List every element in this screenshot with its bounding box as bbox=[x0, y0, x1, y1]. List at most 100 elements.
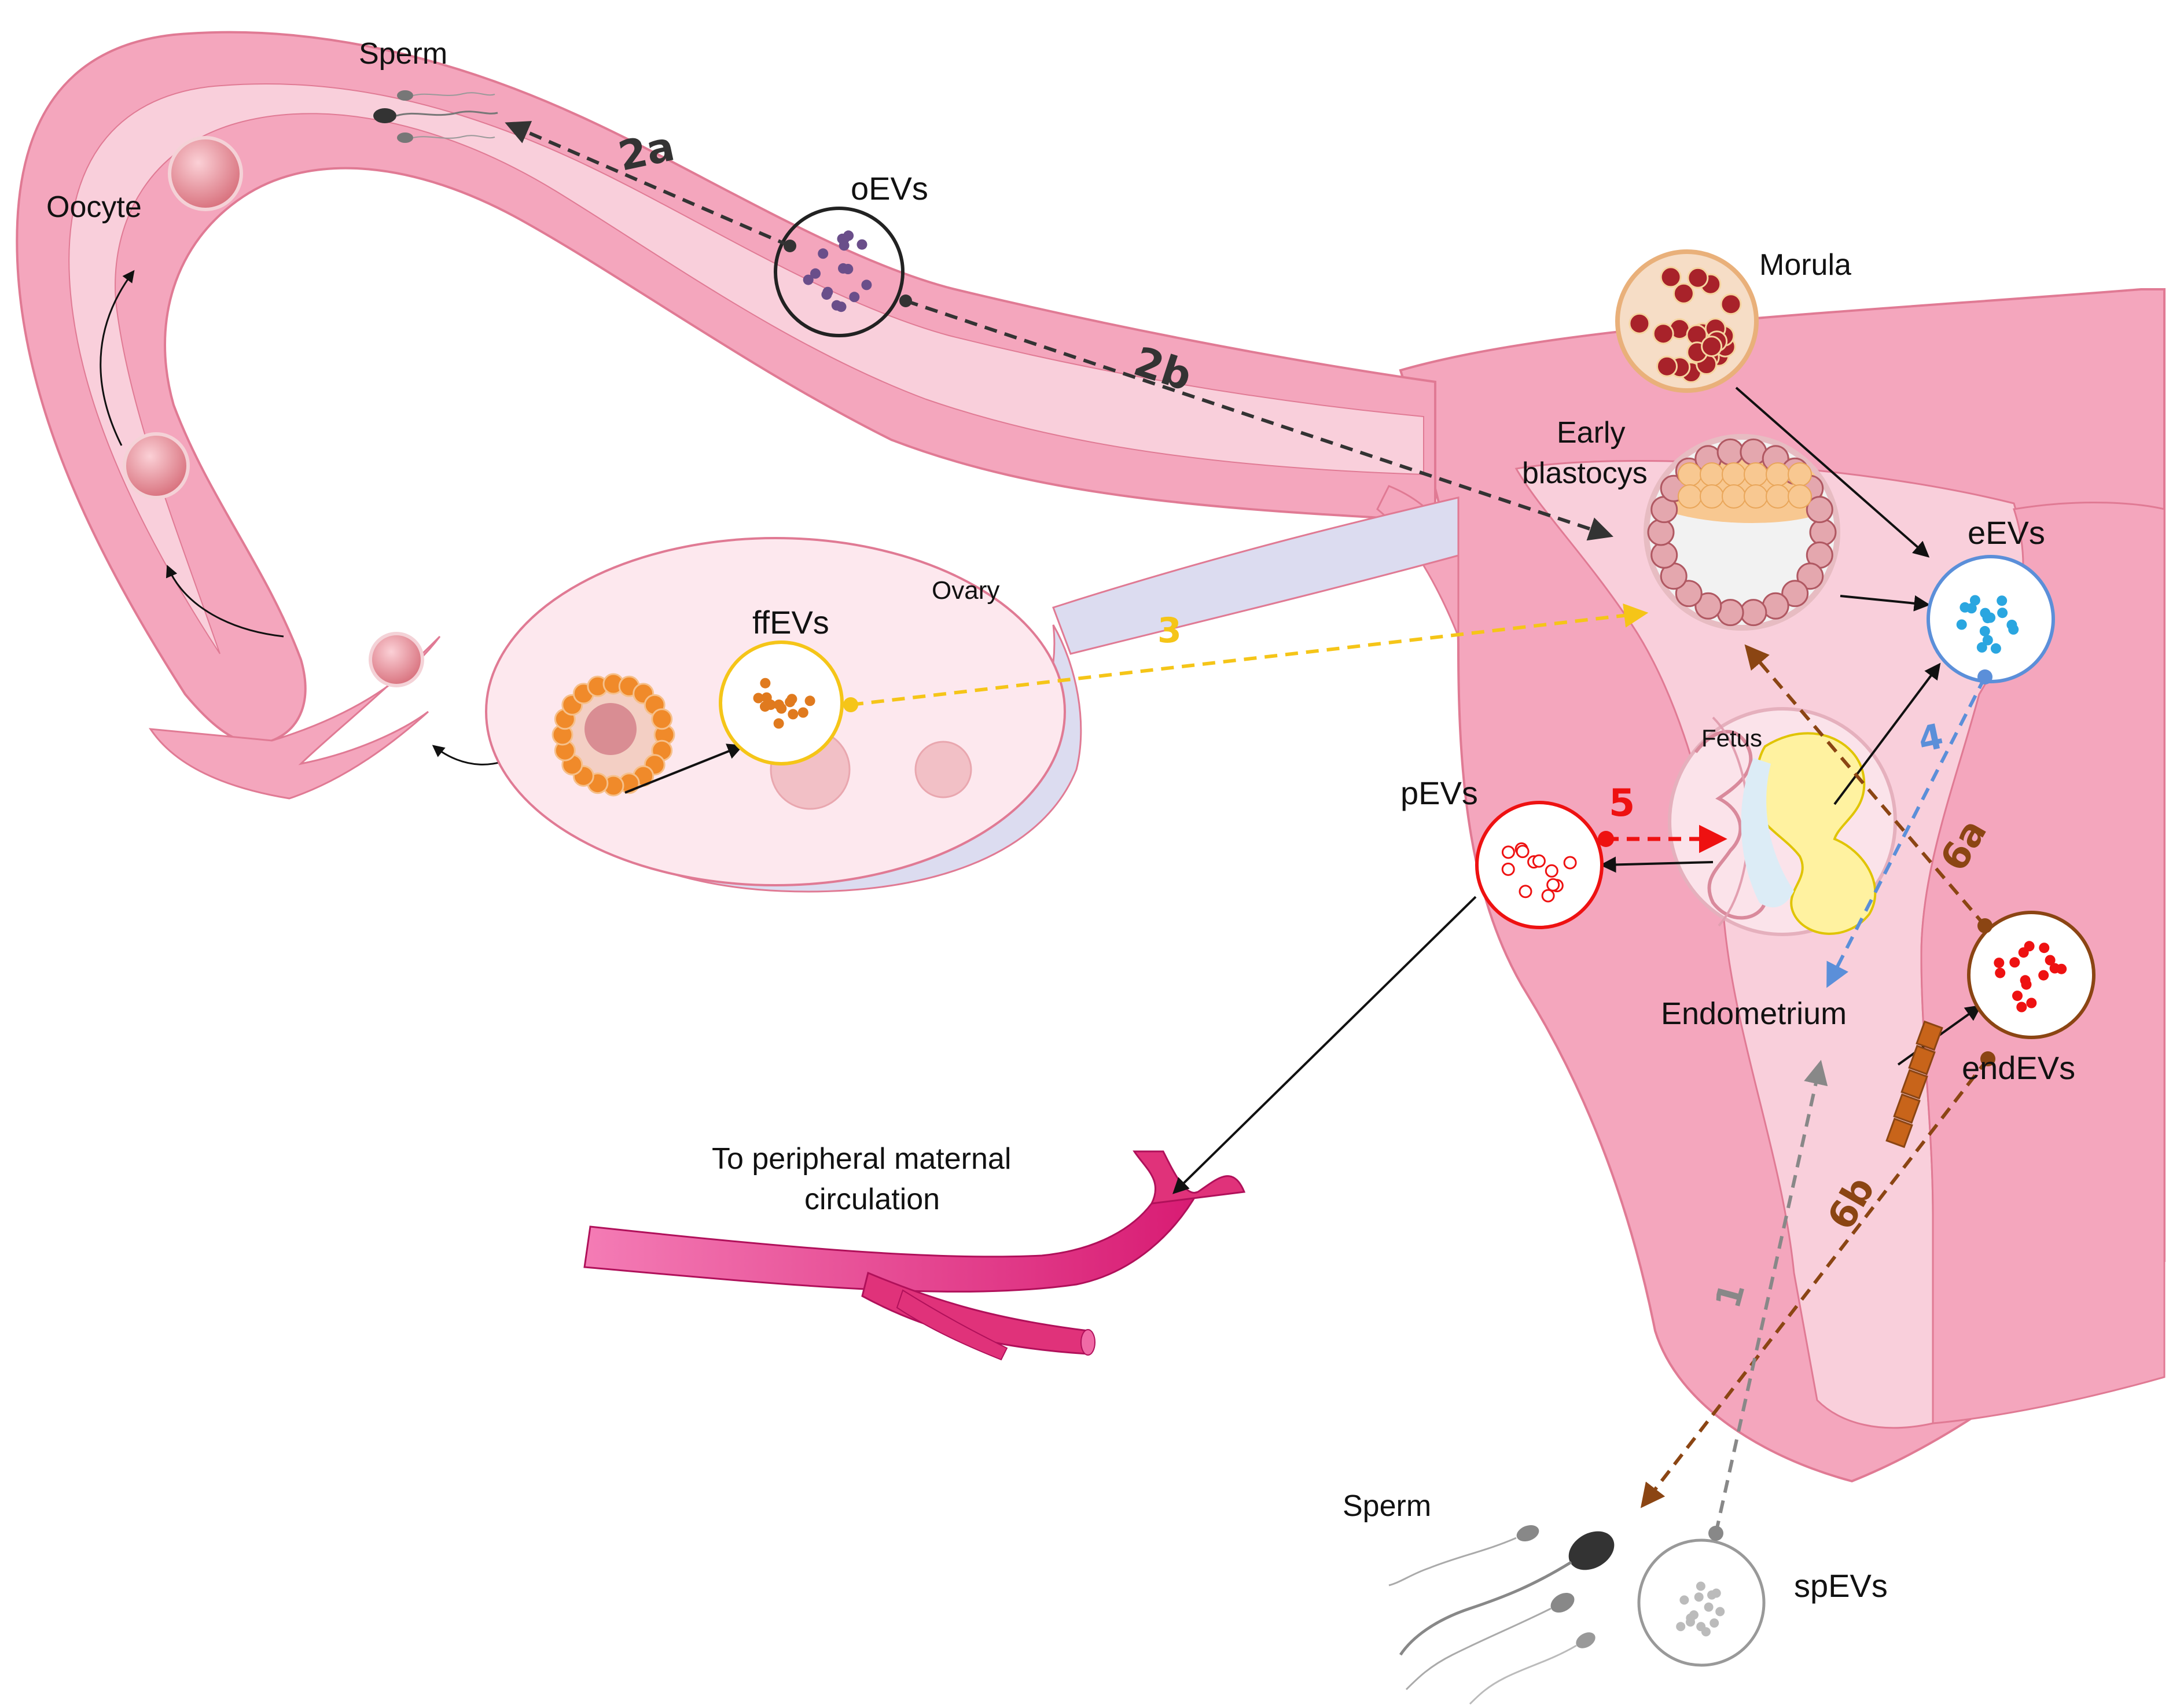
eevs-particle bbox=[1990, 643, 2001, 654]
eevs-particle bbox=[1976, 642, 1987, 653]
ffevs-particle bbox=[788, 709, 799, 720]
morula bbox=[1615, 249, 1759, 393]
endevs-label: endEVs bbox=[1962, 1050, 2075, 1086]
ovary bbox=[485, 496, 1460, 893]
endevs-particle bbox=[2039, 943, 2050, 954]
fetus-embryo bbox=[1668, 707, 1897, 936]
eevs-label: eEVs bbox=[1968, 514, 2045, 551]
morula-to-eevs-arrow bbox=[1735, 386, 1930, 558]
ffevs-particle bbox=[797, 707, 808, 718]
oocyte-cell-3 bbox=[369, 632, 424, 687]
endevs-particle bbox=[1995, 967, 2006, 978]
endevs-vesicle bbox=[1967, 911, 2096, 1039]
pathway-6b-arrow bbox=[1640, 1058, 1990, 1508]
spevs-particle bbox=[1715, 1607, 1725, 1617]
endevs-particle bbox=[2024, 941, 2035, 952]
morula-cell bbox=[1720, 293, 1742, 315]
morula-cell bbox=[1660, 266, 1682, 288]
eevs-particle bbox=[1982, 635, 1993, 646]
pathway-4-start bbox=[1977, 669, 1992, 684]
oevs-particle bbox=[843, 230, 854, 241]
trophoblast-cell bbox=[1796, 562, 1824, 590]
oocyte-path-arrow-1 bbox=[100, 270, 135, 446]
amniotic-fluid bbox=[1741, 758, 1794, 908]
pevs-label: pEVs bbox=[1400, 775, 1478, 811]
trophoblast-cell bbox=[1781, 580, 1809, 608]
sperm-top-label: Sperm bbox=[359, 37, 447, 71]
pathway-2a-label: 2a bbox=[614, 122, 678, 180]
eevs-particle bbox=[1997, 595, 2008, 606]
pathway-6a-start bbox=[1977, 918, 1992, 933]
eevs-particle bbox=[1980, 608, 1991, 619]
oocyte-cells bbox=[100, 136, 521, 765]
endometrial-cell bbox=[1916, 1020, 1943, 1051]
inner-cell-mass-cell bbox=[1744, 484, 1768, 509]
trophoblast-cell bbox=[1716, 438, 1744, 466]
inner-cell-mass-cell bbox=[1678, 462, 1702, 487]
pathway-3-start bbox=[843, 697, 858, 712]
spevs-particle bbox=[1676, 1622, 1686, 1632]
fetus-to-eevs-arrow bbox=[1833, 662, 1941, 805]
oevs-label: oEVs bbox=[851, 170, 928, 207]
oevs-particle bbox=[803, 274, 814, 285]
sperm-head bbox=[397, 90, 413, 101]
inner-cell-mass-cell bbox=[1722, 462, 1746, 487]
oevs-particle bbox=[861, 279, 872, 290]
granulosa-cell bbox=[651, 708, 673, 730]
pathway-1-arrow bbox=[1714, 1059, 1828, 1534]
sperm-head bbox=[373, 108, 396, 123]
oevs-particle bbox=[856, 239, 867, 250]
chorionic-villi bbox=[1694, 730, 1767, 920]
vessel-end-1 bbox=[1080, 1329, 1095, 1356]
spevs-particle bbox=[1686, 1617, 1695, 1627]
ffevs-particle bbox=[760, 678, 771, 689]
early-blastocyst-label-1: Early bbox=[1557, 416, 1625, 450]
pevs-particle bbox=[1545, 864, 1558, 878]
blastocyst-to-eevs-arrow bbox=[1840, 595, 1931, 612]
endevs-particle bbox=[2012, 991, 2023, 1002]
ffevs-particle bbox=[785, 697, 796, 708]
oocyte-cell-2 bbox=[123, 432, 190, 499]
spevs-particle bbox=[1696, 1581, 1705, 1591]
sperm-tail bbox=[1405, 1607, 1552, 1691]
pevs-vesicle bbox=[1475, 801, 1604, 929]
trophoblast-cell bbox=[1740, 599, 1767, 627]
pathway-2a-start bbox=[784, 240, 796, 252]
follicle-2 bbox=[914, 741, 972, 798]
endometrial-cell bbox=[1908, 1044, 1936, 1076]
pathway-2a-arrow bbox=[505, 121, 791, 248]
pevs-particle bbox=[1501, 845, 1515, 859]
trophoblast-cell bbox=[1647, 518, 1675, 546]
pathway-5-start bbox=[1598, 831, 1614, 847]
morula-cell bbox=[1628, 312, 1650, 334]
inner-cell-mass-cell bbox=[1700, 484, 1724, 509]
endevs-particle bbox=[1994, 958, 2005, 969]
sperm-bottom-group bbox=[1388, 1525, 1615, 1705]
morula-cell bbox=[1701, 336, 1723, 358]
follicle-to-ffevs-arrow bbox=[624, 743, 744, 794]
spevs-particle bbox=[1694, 1592, 1704, 1602]
ovarian-follicle bbox=[552, 673, 675, 797]
morula-cell bbox=[1656, 355, 1678, 377]
pevs-particle bbox=[1546, 878, 1560, 892]
sperm-head bbox=[397, 132, 413, 143]
pevs-particle bbox=[1532, 854, 1546, 868]
oevs-particle bbox=[831, 300, 842, 311]
pevs-particle bbox=[1519, 885, 1532, 899]
eevs-particle bbox=[1956, 619, 1967, 630]
pathway-3-label: 3 bbox=[1157, 610, 1182, 651]
sperm-head bbox=[1568, 1531, 1615, 1570]
endevs-particle bbox=[2016, 1002, 2027, 1013]
inner-cell-mass-cell bbox=[1788, 462, 1812, 487]
pevs-particle bbox=[1501, 862, 1515, 876]
fetus-label: Fetus bbox=[1701, 724, 1762, 752]
sperm-tail bbox=[1399, 1560, 1572, 1656]
inner-cell-mass-cell bbox=[1744, 462, 1768, 487]
oocyte-cell-1 bbox=[168, 136, 243, 211]
oevs-particle bbox=[821, 289, 832, 300]
sperm-tail bbox=[1388, 1537, 1517, 1586]
endevs-particle bbox=[2009, 957, 2020, 968]
spevs-circle bbox=[1637, 1538, 1766, 1667]
oocyte-path-arrow-2 bbox=[166, 565, 284, 638]
eevs-particle bbox=[1969, 595, 1980, 606]
